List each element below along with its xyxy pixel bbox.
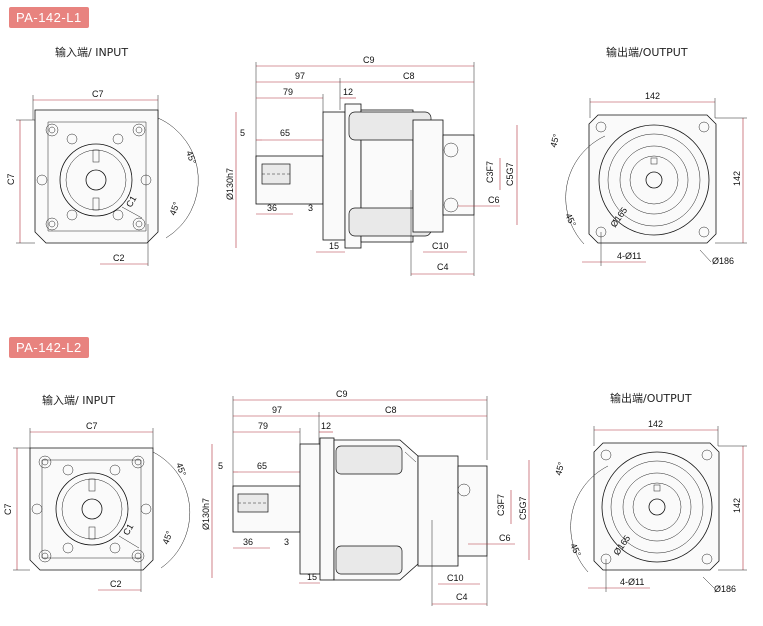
dim-142-side-l1: 142 [732,171,742,186]
angle-45-top-l1: 45° [184,149,198,166]
angle-45-top-l2: 45° [174,461,188,478]
output-view-l2: 142 142 45° 45° Ø165 4-Ø11 Ø186 [553,419,747,594]
dim-65-l1: 65 [280,128,290,138]
dim-c6-l1: C6 [488,195,500,205]
dim-c4-l1: C4 [437,262,449,272]
dim-130-l1: Ø130h7 [225,168,235,200]
model-tag-l2: PA-142-L2 [9,337,89,358]
dim-c5-l1: C5G7 [505,162,515,186]
dim-c9-l2: C9 [336,389,348,399]
side-view-l1: C9 97 C8 79 12 5 65 Ø130h7 [225,55,518,276]
dim-5-l2: 5 [218,461,223,471]
dim-c1-l1: C1 [124,194,138,209]
dim-c2-l2: C2 [110,579,122,589]
dim-15-l1: 15 [329,241,339,251]
dim-12-l1: 12 [343,87,353,97]
dim-c7-side-l2: C7 [3,503,13,515]
side-view-l2: C9 97 C8 79 12 5 65 Ø130h7 36 3 15 C3F7 [201,389,530,606]
dim-c7-side: C7 [6,173,16,185]
dim-c9-l1: C9 [363,55,375,65]
dim-c4-l2: C4 [456,592,468,602]
dim-c1-l2: C1 [121,522,135,537]
dim-c2-l1: C2 [113,253,125,263]
dim-97-l1: 97 [295,71,305,81]
input-label-l2: 输入端/ INPUT [42,394,116,407]
dim-79-l1: 79 [283,87,293,97]
dim-186-l2: Ø186 [714,584,736,594]
angle-45-top-o1: 45° [548,132,561,148]
dim-36-l2: 36 [243,537,253,547]
dim-11-l2: 4-Ø11 [620,577,644,587]
angle-45-bot-l2: 45° [160,529,174,546]
dim-97-l2: 97 [272,405,282,415]
dim-5-l1: 5 [240,128,245,138]
dim-c3-l1: C3F7 [485,161,495,183]
input-view-l2: C7 C7 45° 45° C1 C2 [3,421,191,592]
dim-3-l1: 3 [308,203,313,213]
dim-142-top-l1: 142 [645,91,660,101]
dim-c7-top-l2: C7 [86,421,98,431]
dim-36-l1: 36 [267,203,277,213]
angle-45-bot-l1: 45° [167,200,181,217]
input-label-l1: 输入端/ INPUT [55,46,129,59]
output-view-l1: 142 142 45° 45° Ø165 4-Ø11 Ø186 [548,91,747,266]
output-label-l2: 输出端/OUTPUT [610,392,692,405]
dim-79-l2: 79 [258,421,268,431]
dim-3-l2: 3 [284,537,289,547]
dim-c5-l2: C5G7 [518,496,528,520]
angle-45-bot-o2: 45° [568,542,583,559]
dim-c6-l2: C6 [499,533,511,543]
dim-c3-l2: C3F7 [496,494,506,516]
dim-c10-l1: C10 [432,241,449,251]
input-view-l1: C7 C7 45° 45° C1 C2 [6,89,199,266]
dim-c7-top: C7 [92,89,104,99]
dim-15-l2: 15 [307,572,317,582]
dim-65-l2: 65 [257,461,267,471]
dim-142-top-l2: 142 [648,419,663,429]
model-tag-l1: PA-142-L1 [9,7,89,28]
dim-186-l1: Ø186 [712,256,734,266]
angle-45-top-o2: 45° [553,460,566,476]
dim-11-l1: 4-Ø11 [617,251,641,261]
dim-c10-l2: C10 [447,573,464,583]
dim-142-side-l2: 142 [732,498,742,513]
output-label-l1: 输出端/OUTPUT [606,46,688,59]
dim-c8-l1: C8 [403,71,415,81]
dim-130-l2: Ø130h7 [201,498,211,530]
dim-12-l2: 12 [321,421,331,431]
angle-45-bot-o1: 45° [563,212,578,229]
dim-c8-l2: C8 [385,405,397,415]
